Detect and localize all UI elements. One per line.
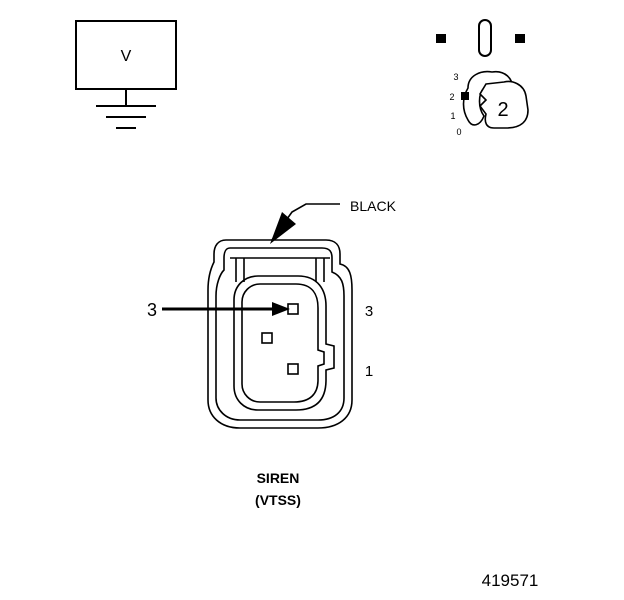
positive-lead-icon — [515, 34, 525, 43]
voltmeter-label: V — [121, 48, 132, 65]
connector-inner-shell — [215, 247, 345, 421]
connector-outer-shell — [207, 239, 353, 429]
pin-2-terminal — [261, 332, 273, 344]
cavity-label-3: 3 — [365, 303, 373, 320]
callout-arrow-icon — [270, 212, 296, 244]
ignition-position-0: 0 — [456, 127, 461, 137]
figure-number: 419571 — [482, 571, 539, 590]
connector-cavity-inner — [241, 283, 325, 403]
probe-pin-label: 3 — [147, 300, 157, 320]
probe-arrow: 3 — [147, 300, 290, 320]
ignition-position-3: 3 — [453, 72, 458, 82]
lead-probe-icon — [478, 19, 492, 57]
component-name: SIREN — [257, 470, 300, 486]
cavity-label-1: 1 — [365, 363, 373, 380]
color-callout: BLACK — [270, 198, 397, 244]
connector-cavity-outline — [233, 275, 335, 411]
key-position-label: 2 — [497, 99, 508, 121]
ignition-indicator-icon — [461, 92, 469, 100]
ignition-switch-icon: 3 2 1 0 2 — [449, 70, 529, 137]
connector-color-label: BLACK — [350, 198, 397, 214]
pin-1-terminal — [287, 363, 299, 375]
test-lead-icons — [436, 19, 525, 57]
voltmeter-symbol: V — [75, 20, 177, 129]
ignition-position-2: 2 — [449, 92, 454, 102]
negative-lead-icon — [436, 34, 446, 43]
ground-symbol — [96, 89, 156, 129]
ignition-key-icon — [478, 80, 529, 129]
component-code: (VTSS) — [255, 492, 301, 508]
probe-arrowhead-icon — [272, 302, 290, 316]
ignition-position-1: 1 — [450, 111, 455, 121]
connector-face — [207, 239, 353, 429]
